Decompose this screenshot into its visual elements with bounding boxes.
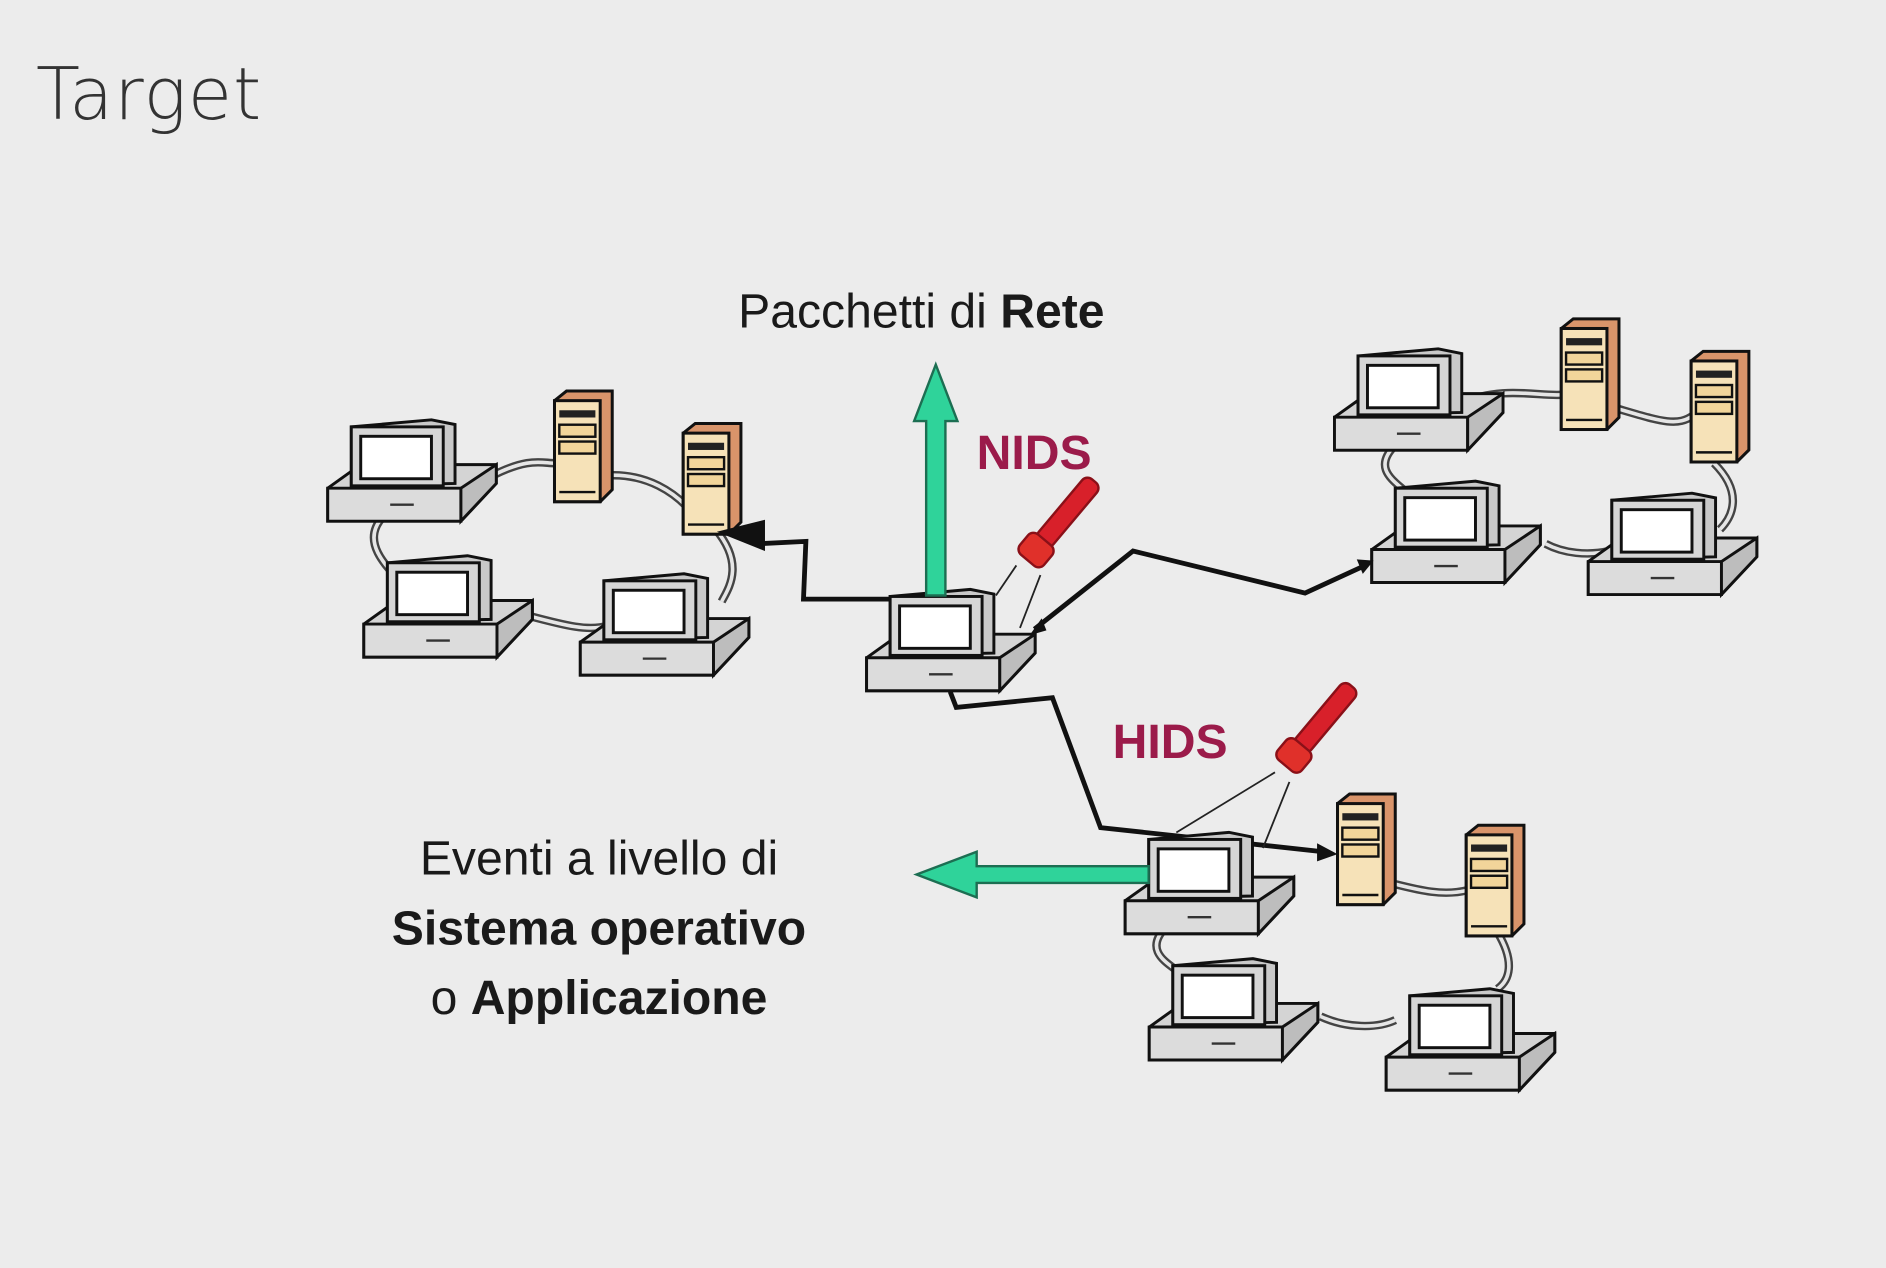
arrowhead-icon xyxy=(716,519,765,552)
svg-text:Eventi a livello di: Eventi a livello di xyxy=(420,832,778,886)
network-packets-label: Pacchetti di Rete xyxy=(738,284,1104,338)
server-icon xyxy=(552,389,614,504)
network-links xyxy=(757,538,1367,855)
workstation-icon xyxy=(1384,987,1557,1092)
hids-label: HIDS xyxy=(1113,715,1228,769)
svg-text:Sistema operativo: Sistema operativo xyxy=(392,901,806,955)
workstation-icon xyxy=(1147,957,1320,1062)
lan-top-right xyxy=(1332,317,1759,597)
server-icon xyxy=(1336,792,1397,907)
up-arrow-icon xyxy=(912,361,960,597)
left-arrow-icon xyxy=(913,849,1150,900)
host-events-label: Eventi a livello di Sistema operativo o … xyxy=(392,832,806,1026)
lan-left xyxy=(326,389,751,677)
nids-label: NIDS xyxy=(977,426,1092,480)
hids-flashlight-icon xyxy=(1175,681,1358,849)
server-icon xyxy=(1464,823,1526,938)
workstation-icon xyxy=(362,554,534,659)
nids-sensor-host-icon xyxy=(865,587,1037,693)
slide-title: Target xyxy=(36,52,263,136)
svg-text:o Applicazione: o Applicazione xyxy=(431,971,768,1025)
nids-flashlight-icon xyxy=(995,476,1100,629)
server-icon xyxy=(1559,317,1621,432)
workstation-icon xyxy=(326,418,498,523)
workstation-icon xyxy=(1332,347,1505,452)
workstation-icon xyxy=(1370,479,1542,585)
server-icon xyxy=(1689,349,1751,464)
server-icon xyxy=(681,422,743,536)
